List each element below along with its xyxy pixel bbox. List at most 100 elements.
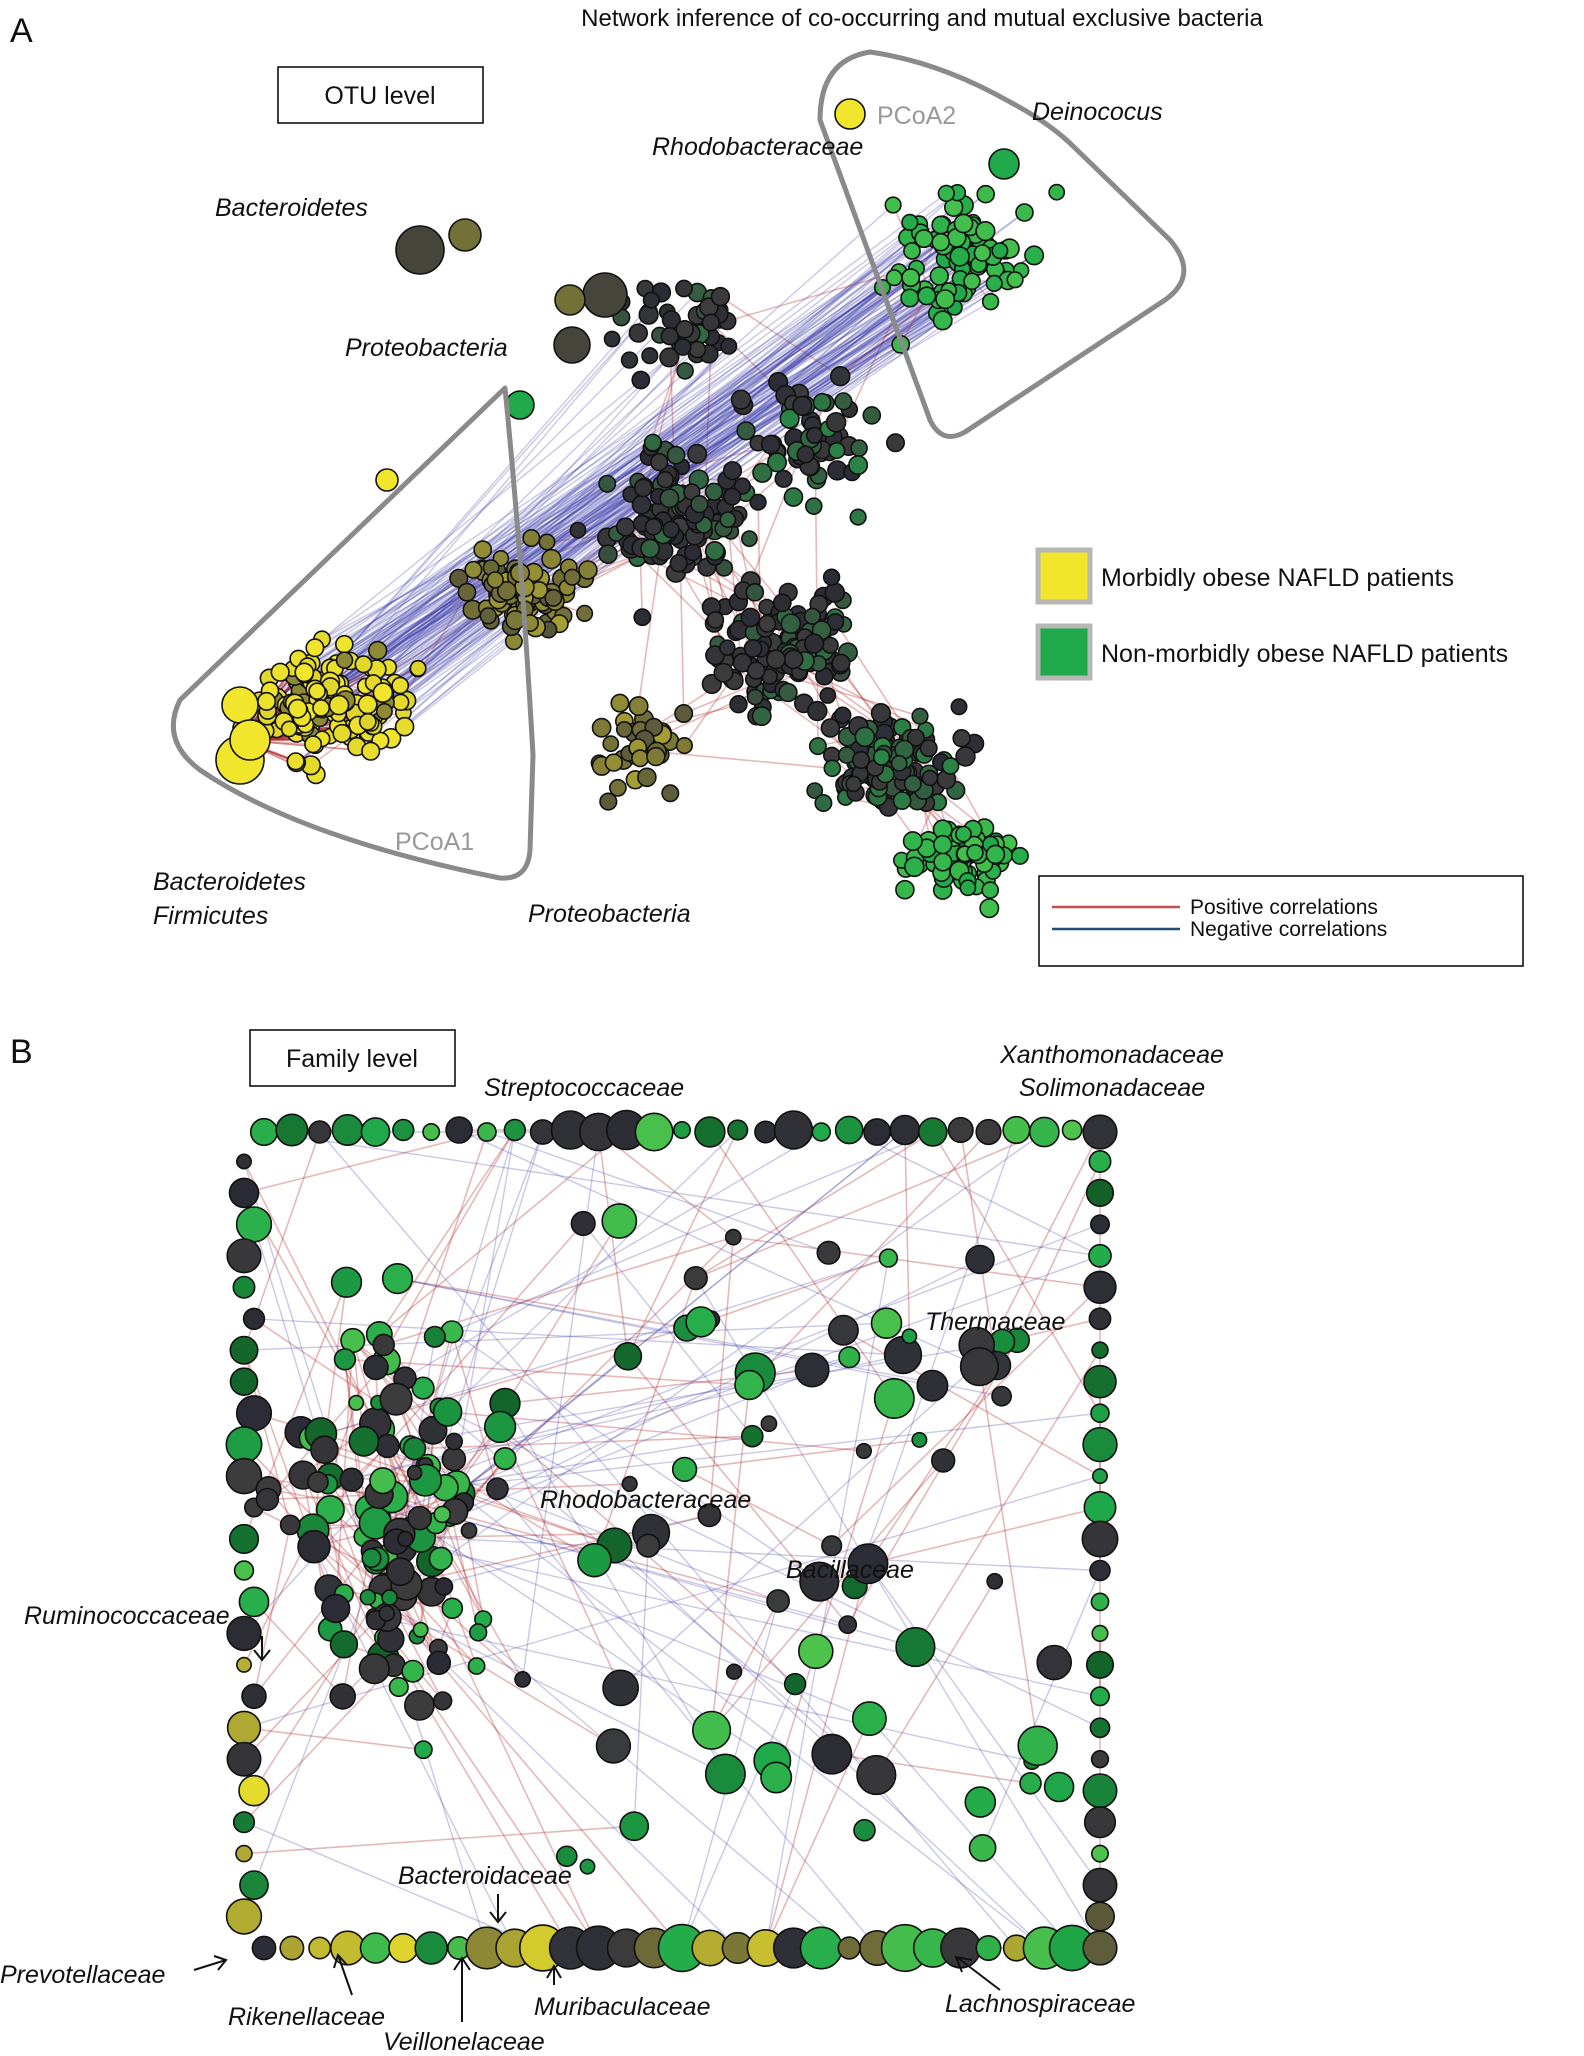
family-node <box>493 1446 517 1471</box>
correlation-legend-box <box>1038 875 1524 967</box>
otu-node <box>541 548 562 570</box>
family-node <box>834 1115 864 1145</box>
family-node <box>947 1116 974 1144</box>
family-node <box>241 1683 267 1710</box>
negative-edge <box>308 241 942 711</box>
negative-edge <box>298 243 987 693</box>
negative-edge <box>307 263 980 667</box>
family-node <box>388 1932 419 1964</box>
family-node <box>1036 1644 1072 1681</box>
otu-node <box>675 279 693 298</box>
otu-node <box>929 266 949 286</box>
family-node <box>873 1378 915 1420</box>
otu-node <box>409 659 427 677</box>
otu-node <box>774 469 793 488</box>
otu-node <box>823 759 842 778</box>
otu-node <box>892 791 912 811</box>
positive-correlations-label: Positive correlations <box>1190 896 1378 919</box>
otu-node <box>361 741 381 761</box>
family-node <box>403 1690 435 1721</box>
negative-edge <box>396 1540 1101 1697</box>
family-node <box>331 1114 364 1147</box>
positive-edge <box>914 1349 1101 1648</box>
family-node <box>855 1442 873 1460</box>
otu-node <box>914 229 934 249</box>
otu-node <box>822 568 841 586</box>
family-node <box>226 1710 262 1746</box>
otu-node <box>599 792 618 811</box>
family-node <box>236 1656 253 1673</box>
otu-node <box>464 560 483 579</box>
negative-edge <box>451 1131 934 1333</box>
otu-node <box>900 288 920 308</box>
family-node <box>275 1113 309 1147</box>
positive-edge <box>932 1131 1101 1414</box>
otu-node <box>937 184 955 203</box>
otu-node <box>578 560 598 580</box>
negative-edge <box>268 247 966 679</box>
otu-node <box>391 676 410 695</box>
positive-edge <box>904 1129 911 1337</box>
family-node <box>619 1811 650 1842</box>
family-node <box>1092 1468 1109 1485</box>
otu-node <box>633 608 652 627</box>
otu-node <box>661 784 680 803</box>
family-node <box>232 1275 256 1299</box>
otu-node <box>935 289 956 310</box>
taxon-proteobacteria-top: Proteobacteria <box>345 334 508 362</box>
family-node <box>433 1505 452 1524</box>
positive-edge <box>499 1426 622 1689</box>
otu-node <box>932 834 953 855</box>
otu-node <box>901 268 921 288</box>
otu-node <box>848 455 869 476</box>
taxon-thermaceae: Thermaceae <box>925 1308 1065 1336</box>
negative-edge <box>258 238 925 702</box>
positive-edge <box>414 1435 753 1450</box>
otu-node <box>825 411 847 433</box>
family-node <box>1085 1901 1116 1932</box>
positive-edge <box>978 1131 1101 1367</box>
otu-node <box>392 693 410 711</box>
family-node <box>797 1633 834 1670</box>
family-node <box>330 1266 363 1299</box>
otu-node <box>959 879 977 897</box>
family-node <box>428 1546 453 1571</box>
otu-node <box>615 721 633 738</box>
otu-node <box>953 213 974 234</box>
otu-node <box>368 640 388 661</box>
negative-edge <box>394 345 730 684</box>
negative-edge <box>681 1683 796 1949</box>
taxon-streptococcaceae: Streptococcaceae <box>484 1074 684 1102</box>
otu-node <box>643 433 662 452</box>
family-node <box>773 1110 814 1150</box>
negative-edge <box>309 206 955 708</box>
otu-node <box>305 638 325 658</box>
negative-edge <box>764 1257 890 1949</box>
negative-edge <box>389 1131 1045 1599</box>
family-node <box>369 1467 397 1495</box>
family-node <box>397 1530 414 1548</box>
otu-node <box>448 218 482 252</box>
otu-node <box>457 582 477 602</box>
arrow-ruminococcaceae <box>253 1636 271 1662</box>
otu-node <box>688 340 707 359</box>
otu-node <box>851 750 871 770</box>
family-node <box>226 1238 262 1274</box>
negative-edge <box>325 320 728 696</box>
positive-edge <box>451 1331 499 1490</box>
family-node <box>422 1123 441 1142</box>
family-node <box>255 1487 280 1512</box>
family-node <box>754 1120 778 1144</box>
otu-node <box>803 633 825 654</box>
family-node <box>412 1621 429 1638</box>
pcoa2-label: PCoA2 <box>877 102 956 130</box>
family-node <box>441 1597 464 1620</box>
otu-node <box>820 718 841 738</box>
otu-node <box>683 543 702 562</box>
negative-edge <box>438 1406 1101 1729</box>
family-node <box>232 1811 256 1834</box>
family-node <box>372 1333 396 1357</box>
positive-edge <box>831 1286 1101 1547</box>
taxon-ruminococcaceae: Ruminococcaceae <box>24 1602 230 1630</box>
family-level-label: Family level <box>286 1045 418 1073</box>
